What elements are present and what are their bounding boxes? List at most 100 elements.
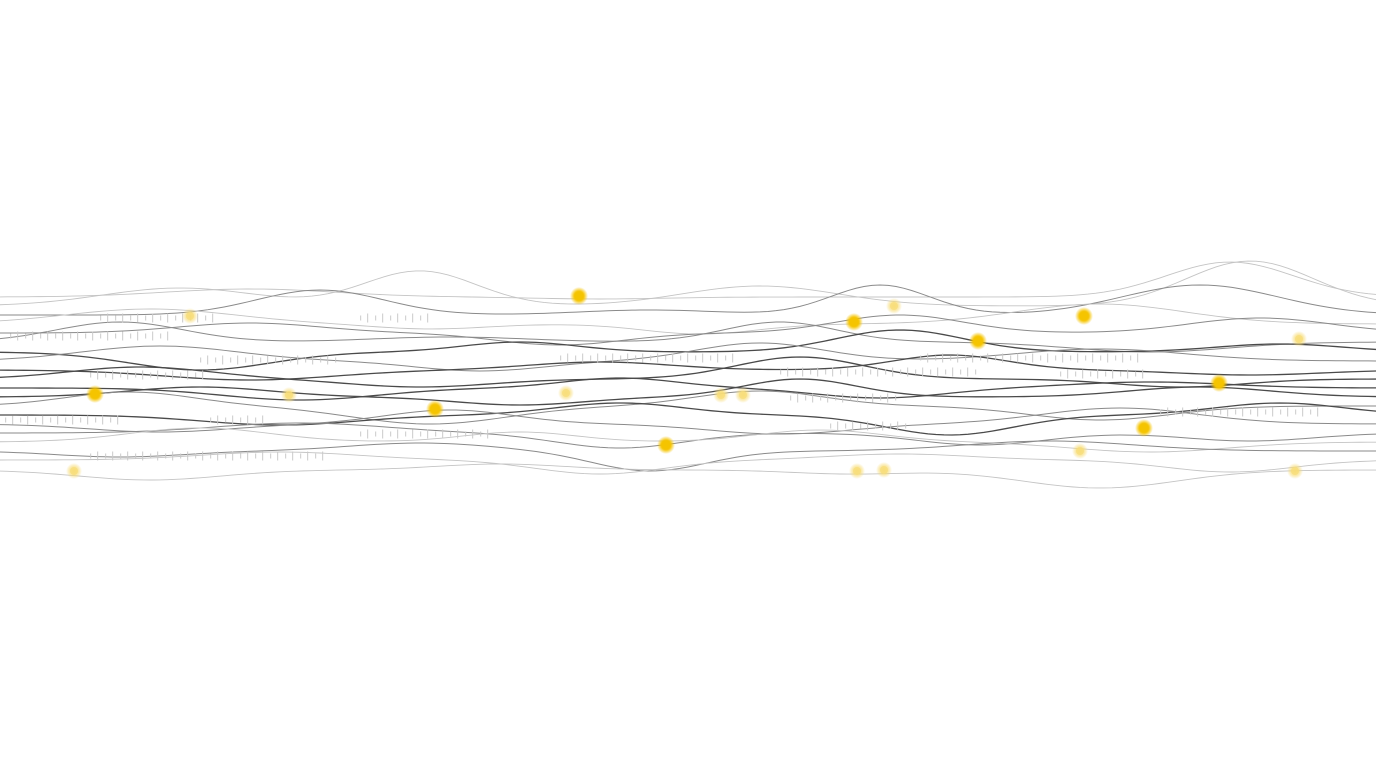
glyph-mark <box>127 451 129 461</box>
glyph-mark <box>725 355 727 361</box>
glyph-mark <box>920 355 922 361</box>
glyph-mark <box>77 331 79 341</box>
faint-glyph-rows <box>5 313 1319 461</box>
glyph-mark <box>960 369 962 375</box>
glyph-mark <box>157 370 159 380</box>
glowing-dot-core <box>70 467 78 475</box>
glyph-mark <box>1112 369 1114 379</box>
glyph-mark <box>360 315 362 321</box>
glyph-mark <box>105 453 107 459</box>
wave-line <box>0 260 1376 307</box>
glyph-mark <box>820 395 822 401</box>
glyph-mark <box>950 355 952 361</box>
glyph-mark <box>260 357 262 363</box>
glyph-mark <box>672 353 674 363</box>
glyph-mark <box>262 415 264 425</box>
glyph-mark <box>70 333 72 339</box>
glyph-mark <box>987 353 989 363</box>
glyph-mark <box>150 372 152 378</box>
glyph-mark <box>42 415 44 425</box>
glyph-mark <box>237 355 239 365</box>
glyph-mark <box>1010 355 1012 361</box>
glyph-mark <box>802 367 804 377</box>
glyph-mark <box>1077 353 1079 363</box>
glyph-mark <box>92 331 94 341</box>
glowing-dot-core <box>430 404 440 414</box>
glyph-mark <box>120 372 122 378</box>
glyph-mark <box>1302 407 1304 417</box>
glyph-mark <box>840 369 842 375</box>
glowing-dot-core <box>574 291 584 301</box>
glyph-mark <box>217 415 219 425</box>
glyph-mark <box>112 370 114 380</box>
glyph-mark <box>367 313 369 323</box>
glyph-mark <box>605 355 607 361</box>
glyph-mark <box>942 353 944 363</box>
glyph-mark <box>882 421 884 431</box>
glyph-mark <box>972 353 974 363</box>
wave-lines <box>0 260 1376 489</box>
glyph-mark <box>702 353 704 363</box>
glyph-mark <box>1082 369 1084 379</box>
glyph-mark <box>187 451 189 461</box>
glowing-dot-core <box>1214 378 1224 388</box>
glyph-mark <box>225 417 227 423</box>
glyph-mark <box>1212 407 1214 417</box>
glyph-mark <box>1075 371 1077 377</box>
glyph-mark <box>80 417 82 423</box>
glyph-mark <box>845 423 847 429</box>
wave-line <box>0 451 1376 475</box>
glyph-mark <box>827 393 829 403</box>
glyph-mark <box>222 355 224 365</box>
glyph-mark <box>210 417 212 423</box>
glyph-mark <box>152 313 154 323</box>
glyph-mark <box>282 355 284 365</box>
glyph-mark <box>1257 407 1259 417</box>
glyph-mark <box>187 370 189 380</box>
glyph-mark <box>620 355 622 361</box>
glyph-mark <box>12 415 14 425</box>
glyph-mark <box>175 315 177 321</box>
glyph-mark <box>142 370 144 380</box>
glyph-mark <box>877 367 879 377</box>
glyph-mark <box>397 313 399 323</box>
wave-line <box>0 342 1376 372</box>
glyph-mark <box>1272 407 1274 417</box>
glyph-mark <box>255 453 257 459</box>
glyph-mark <box>405 315 407 321</box>
glyph-mark <box>952 367 954 377</box>
glyph-mark <box>427 313 429 323</box>
glyph-mark <box>1085 355 1087 361</box>
glyph-mark <box>922 367 924 377</box>
wave-line <box>0 427 1376 453</box>
glyph-mark <box>665 355 667 361</box>
glyph-mark <box>832 367 834 377</box>
glyph-mark <box>305 357 307 363</box>
glyph-mark <box>885 369 887 375</box>
glyph-mark <box>797 393 799 403</box>
glyph-mark <box>27 415 29 425</box>
glyph-mark <box>130 333 132 339</box>
glyph-mark <box>10 333 12 339</box>
glyph-mark <box>420 431 422 437</box>
glyph-mark <box>150 453 152 459</box>
glyph-mark <box>202 451 204 461</box>
glyph-mark <box>300 453 302 459</box>
glyph-mark <box>850 395 852 401</box>
glyph-mark <box>202 370 204 380</box>
glyph-mark <box>835 395 837 401</box>
glyph-mark <box>297 355 299 365</box>
glyph-mark <box>1067 369 1069 379</box>
glyph-mark <box>90 453 92 459</box>
glyph-mark <box>805 395 807 401</box>
glyph-mark <box>217 451 219 461</box>
glowing-dot-core <box>880 466 888 474</box>
glyph-mark <box>865 395 867 401</box>
glyph-mark <box>905 423 907 429</box>
glyph-mark <box>435 431 437 437</box>
glyph-mark <box>732 353 734 363</box>
glyph-mark <box>102 415 104 425</box>
glyph-mark <box>1060 371 1062 377</box>
glyph-mark <box>1100 355 1102 361</box>
glyph-mark <box>1242 407 1244 417</box>
